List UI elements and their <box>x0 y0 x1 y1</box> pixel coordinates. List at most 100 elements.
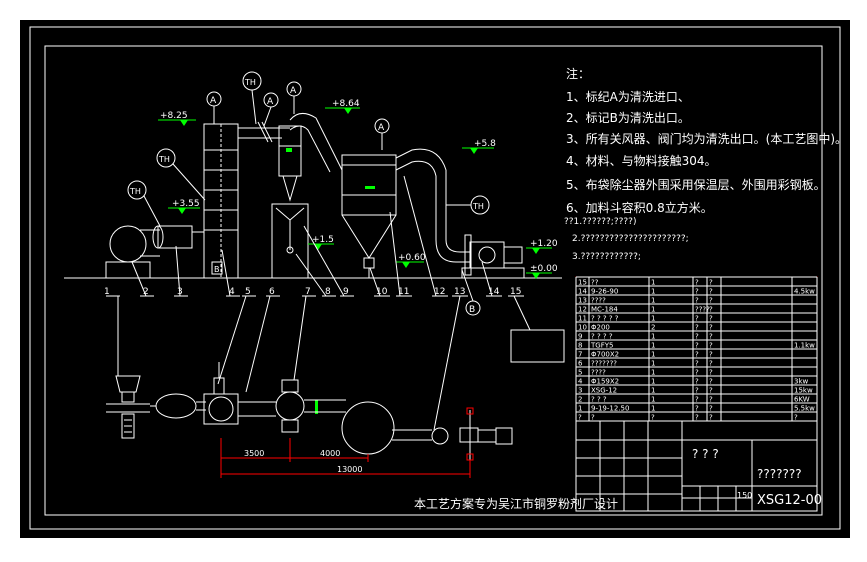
bom-cell: 1 <box>651 333 655 341</box>
bom-cell: 1 <box>651 306 655 314</box>
cyclone-outlet-pipe <box>289 113 343 173</box>
svg-text:A: A <box>210 96 217 106</box>
bom-cell: ? <box>578 414 582 422</box>
design-credit: 本工艺方案专为吴江市铜罗粉剂厂设计 <box>414 496 618 511</box>
bom-cell: ? <box>709 297 713 305</box>
bom-cell: ? <box>709 396 713 404</box>
bom-cell: 4.5kw <box>794 288 815 296</box>
bag-filter <box>341 154 397 216</box>
bom-cell: ? <box>709 315 713 323</box>
inner-frame <box>44 45 823 516</box>
cyclone-top <box>278 125 302 147</box>
bom-cell: ? ? ? <box>591 396 607 404</box>
level-060-label: +0.60 <box>398 253 426 263</box>
bom-cell: 14 <box>578 288 587 296</box>
bom-cell: MC-184 <box>591 306 618 314</box>
level-060: +0.60 <box>396 253 426 268</box>
bom-cell: 9-26-90 <box>591 288 618 296</box>
bom-cell: ? <box>709 333 713 341</box>
bom-cell: ? <box>695 369 699 377</box>
callout-1: 1 <box>104 287 110 297</box>
level-58: +5.8 <box>462 139 496 154</box>
blower-1-base <box>105 261 151 279</box>
bom-cell: 6KW <box>794 396 810 404</box>
callout-6: 6 <box>269 287 275 297</box>
callout-3: 3 <box>177 287 183 297</box>
callout-9: 9 <box>343 287 349 297</box>
bom-cell: ? <box>695 378 699 386</box>
note-line-2: 2、标记B为清洗出口。 <box>566 111 690 125</box>
bom-cell: 1 <box>651 342 655 350</box>
bom-cell: 1 <box>651 405 655 413</box>
callout-5: 5 <box>245 287 251 297</box>
bom-cell: 9 <box>578 333 582 341</box>
marker-th-4: TH <box>446 195 490 215</box>
tower-to-cyclone-pipe <box>238 127 290 139</box>
marker-a-2: A <box>263 92 279 127</box>
bom-cell: ? <box>695 324 699 332</box>
bom-cell: ? <box>709 378 713 386</box>
note-line-4: 4、材料、与物料接触304。 <box>566 153 717 168</box>
notes-block: 注： 1、标纪A为清洗进口、 2、标记B为清洗出口。 3、所有关风器、阀门均为清… <box>564 66 847 262</box>
level-000-label: ±0.00 <box>530 264 558 274</box>
level-864-label: +8.64 <box>332 99 360 109</box>
dimension-13000: 13000 <box>337 465 362 474</box>
level-864: +8.64 <box>325 99 360 114</box>
bom-cell: ???? <box>591 297 606 305</box>
bom-cell: ? <box>709 288 713 296</box>
bom-cell: 2 <box>651 324 655 332</box>
level-120-label: +1.20 <box>530 239 558 249</box>
cyclone-cone <box>278 146 302 177</box>
callout-8: 8 <box>325 287 331 297</box>
bom-cell: ? <box>695 279 699 287</box>
dimension-4000: 4000 <box>320 449 340 458</box>
bom-cell: ? <box>709 342 713 350</box>
level-15: +1.5 <box>308 235 334 250</box>
level-58-label: +5.8 <box>474 139 496 149</box>
level-825-label: +8.25 <box>160 111 188 121</box>
heater-end <box>152 225 164 249</box>
title-block-question: ? ? ? <box>692 447 719 461</box>
bom-cell: 1 <box>651 369 655 377</box>
bom-cell: ? <box>695 396 699 404</box>
bom-cell: ? ? ? ? <box>591 333 613 341</box>
bom-cell: ? <box>709 387 713 395</box>
callout-4: 4 <box>229 287 235 297</box>
bom-cell: ? <box>695 351 699 359</box>
bom-cell: ? <box>709 369 713 377</box>
callout-13: 13 <box>454 287 465 297</box>
bom-cell: ? <box>709 360 713 368</box>
note-line-5: 5、布袋除尘器外围采用保温层、外围用彩钢板。 <box>566 177 826 192</box>
marker-th-2: TH <box>156 148 206 201</box>
bom-cell: 1 <box>651 279 655 287</box>
green-markers <box>286 148 375 414</box>
cyclone-support <box>271 203 309 279</box>
bom-cell: ? <box>709 351 713 359</box>
bom-cell: TGFY5 <box>590 342 613 350</box>
bom-cell: ? <box>695 405 699 413</box>
bom-cell: 5 <box>578 369 582 377</box>
svg-text:B: B <box>214 265 220 274</box>
level-355: +3.55 <box>168 199 200 214</box>
bom-cell: Φ700X2 <box>591 351 619 359</box>
bom-cell: 1 <box>651 387 655 395</box>
drawing-canvas <box>20 20 850 538</box>
level-825: +8.25 <box>158 111 196 126</box>
bom-cell: ?? <box>591 279 599 287</box>
fan-base <box>461 267 525 279</box>
svg-text:A: A <box>378 123 385 133</box>
elevation-view <box>105 113 525 279</box>
dimension-lines <box>220 438 471 478</box>
bom-cell: ???? <box>695 306 710 314</box>
svg-text:A: A <box>267 97 274 107</box>
bom-cell: ? <box>695 342 699 350</box>
bom-cell: 6 <box>578 360 583 368</box>
bom-cell: ? <box>695 360 699 368</box>
bom-cell: 15 <box>578 279 587 287</box>
bom-cell: 13 <box>578 297 587 305</box>
bom-cell: ? <box>695 414 699 422</box>
bom-cell: ? <box>695 288 699 296</box>
svg-text:B: B <box>469 305 475 315</box>
note-line-1: 1、标纪A为清洗进口、 <box>566 90 690 104</box>
bom-cell: 1 <box>651 297 655 305</box>
